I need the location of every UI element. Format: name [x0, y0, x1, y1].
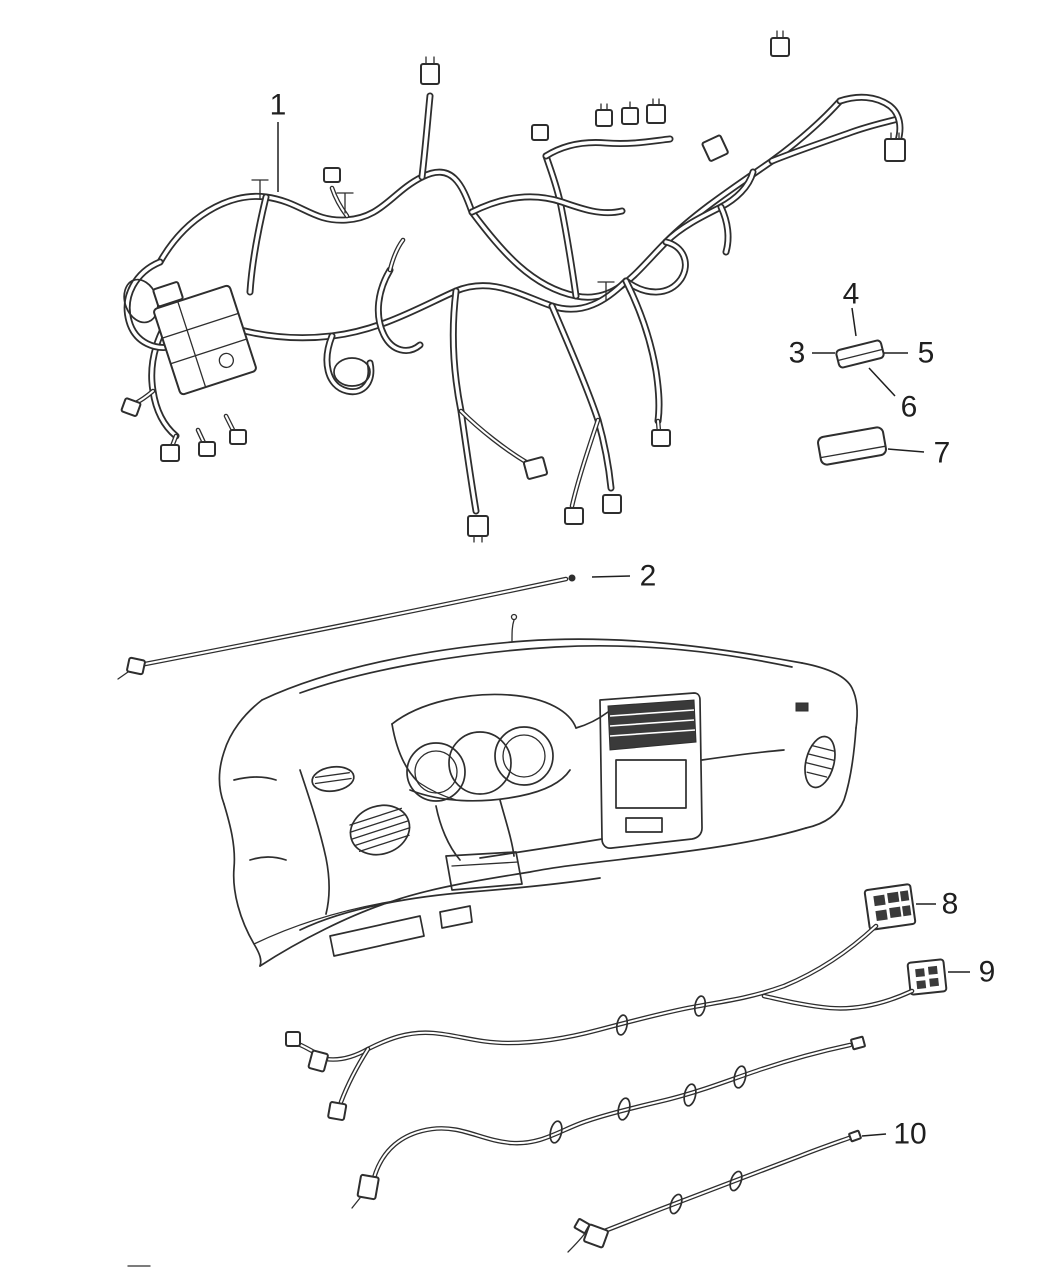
- connector: [327, 1101, 348, 1121]
- connector: [850, 1035, 866, 1051]
- connector-part-8: [863, 883, 917, 931]
- harness-part-10: [567, 1129, 862, 1253]
- callout-10: 10: [861, 1118, 927, 1151]
- callout-6-label: 6: [901, 391, 918, 424]
- callout-1: 1: [270, 89, 287, 192]
- callout-8-label: 8: [942, 888, 959, 921]
- connector: [229, 429, 247, 445]
- connector: [531, 124, 549, 141]
- harness-part-1: [120, 30, 906, 543]
- connector: [770, 30, 790, 57]
- callout-4-label: 4: [843, 278, 860, 311]
- callout-5: 5: [884, 337, 934, 370]
- callout-10-label: 10: [893, 1118, 926, 1151]
- connector: [564, 507, 584, 525]
- connector: [160, 444, 180, 462]
- callout-6: 6: [868, 367, 918, 424]
- jumper-harness-8-9: [285, 923, 915, 1121]
- connector: [285, 1031, 301, 1047]
- callout-8: 8: [916, 888, 958, 921]
- callout-5-label: 5: [918, 337, 935, 370]
- lower-harness: [351, 1035, 866, 1209]
- instrument-panel-drawing: [218, 613, 859, 967]
- right-vent: [804, 735, 836, 789]
- callout-4-leader: [851, 307, 857, 337]
- connector: [420, 56, 440, 85]
- connector: [602, 494, 622, 514]
- connector: [323, 167, 341, 183]
- connector: [621, 101, 639, 125]
- connector: [701, 134, 729, 162]
- callout-7-label: 7: [934, 437, 951, 470]
- left-hatch-vent: [349, 804, 411, 856]
- callout-7-leader: [887, 448, 925, 453]
- connector: [573, 1218, 591, 1234]
- callout-10-leader: [861, 1133, 887, 1137]
- callout-1-label: 1: [270, 89, 287, 122]
- connector: [307, 1049, 329, 1073]
- connector: [467, 515, 489, 543]
- callout-2: 2: [591, 560, 657, 593]
- connector: [583, 1223, 609, 1249]
- connector-part-9: [906, 958, 948, 996]
- callout-3: 3: [789, 337, 835, 370]
- connector: [651, 429, 671, 447]
- antenna-part-2: [117, 574, 576, 680]
- connector: [356, 1173, 380, 1201]
- connector: [848, 1129, 862, 1143]
- callout-3-label: 3: [789, 337, 806, 370]
- module-part-3-6: [835, 339, 885, 369]
- connector: [884, 132, 906, 162]
- connector: [198, 441, 216, 457]
- connector: [120, 397, 142, 417]
- callout-4: 4: [843, 278, 860, 337]
- callout-6-leader: [868, 367, 896, 397]
- module-part-7: [817, 426, 887, 466]
- callout-9: 9: [948, 956, 995, 989]
- callout-2-label: 2: [640, 560, 657, 593]
- callout-9-label: 9: [979, 956, 996, 989]
- connector: [595, 103, 613, 127]
- left-vent: [311, 765, 355, 793]
- junction-module: [152, 281, 257, 396]
- callout-2-leader: [591, 575, 631, 578]
- antenna-tip: [568, 574, 576, 582]
- callouts: 1 2 3 4 5 6 7 8: [270, 89, 996, 1151]
- connector: [522, 456, 549, 480]
- callout-7: 7: [887, 437, 951, 470]
- antenna-connector: [126, 656, 146, 676]
- connector: [646, 98, 666, 124]
